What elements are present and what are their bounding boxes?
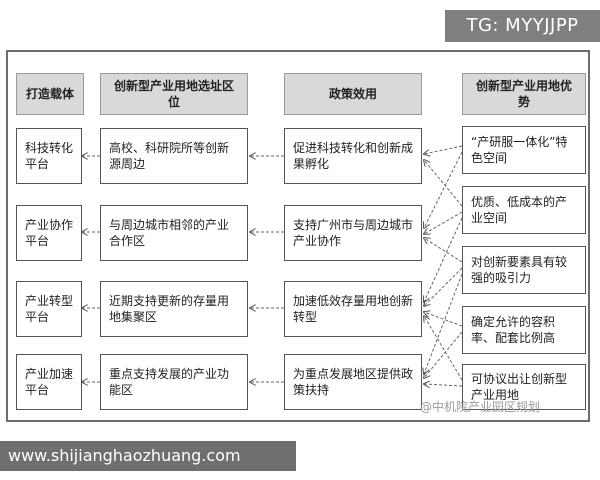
policy-box-1: 促进科技转化和创新成果孵化: [284, 128, 422, 184]
advantage-box-2: 优质、低成本的产业空间: [462, 186, 586, 234]
arrow-adv3-pol3: [424, 267, 463, 306]
arrow-adv2-pol1: [424, 160, 463, 207]
advantage-box-3: 对创新要素具有较强的吸引力: [462, 246, 586, 294]
arrow-adv2-pol2: [424, 211, 463, 234]
carrier-box-4: 产业加速平台: [16, 354, 82, 410]
carrier-box-2: 产业协作平台: [16, 205, 82, 261]
watermark: @中机院产业园区规划: [420, 400, 541, 414]
header-policy: 政策效用: [284, 73, 422, 115]
arrow-adv4-pol3: [424, 312, 463, 327]
advantage-box-1: “产研服一体化”特色空间: [462, 126, 586, 174]
advantage-box-4: 确定允许的容积率、配套比例高: [462, 306, 586, 354]
header-location: 创新型产业用地选址区位: [100, 73, 248, 115]
arrow-adv2-pol3: [424, 217, 463, 302]
policy-box-3: 加速低效存量用地创新转型: [284, 281, 422, 337]
arrow-adv5-pol4: [424, 384, 463, 386]
location-box-2: 与周边城市相邻的产业合作区: [100, 205, 248, 261]
arrow-adv1-pol1: [424, 145, 463, 154]
arrow-adv3-pol4: [424, 273, 463, 374]
arrow-adv1-pol2: [424, 151, 463, 228]
arrow-adv5-pol3: [424, 316, 463, 381]
policy-box-4: 为重点发展地区提供政策扶持: [284, 354, 422, 410]
location-box-1: 高校、科研院所等创新源周边: [100, 128, 248, 184]
arrow-adv3-pol2: [424, 238, 463, 263]
carrier-box-3: 产业转型平台: [16, 281, 82, 337]
tg-label: TG: MYYJJPP: [445, 10, 600, 42]
carrier-box-1: 科技转化平台: [16, 128, 82, 184]
footer-url: www.shijianghaozhuang.com: [0, 441, 296, 471]
advantage-box-5: 可协议出让创新型产业用地: [462, 364, 586, 410]
location-box-3: 近期支持更新的存量用地集聚区: [100, 281, 248, 337]
header-carrier: 打造载体: [16, 73, 84, 115]
policy-box-2: 支持广州市与周边城市产业协作: [284, 205, 422, 261]
header-advantage: 创新型产业用地优势: [462, 73, 586, 115]
location-box-4: 重点支持发展的产业功能区: [100, 354, 248, 410]
